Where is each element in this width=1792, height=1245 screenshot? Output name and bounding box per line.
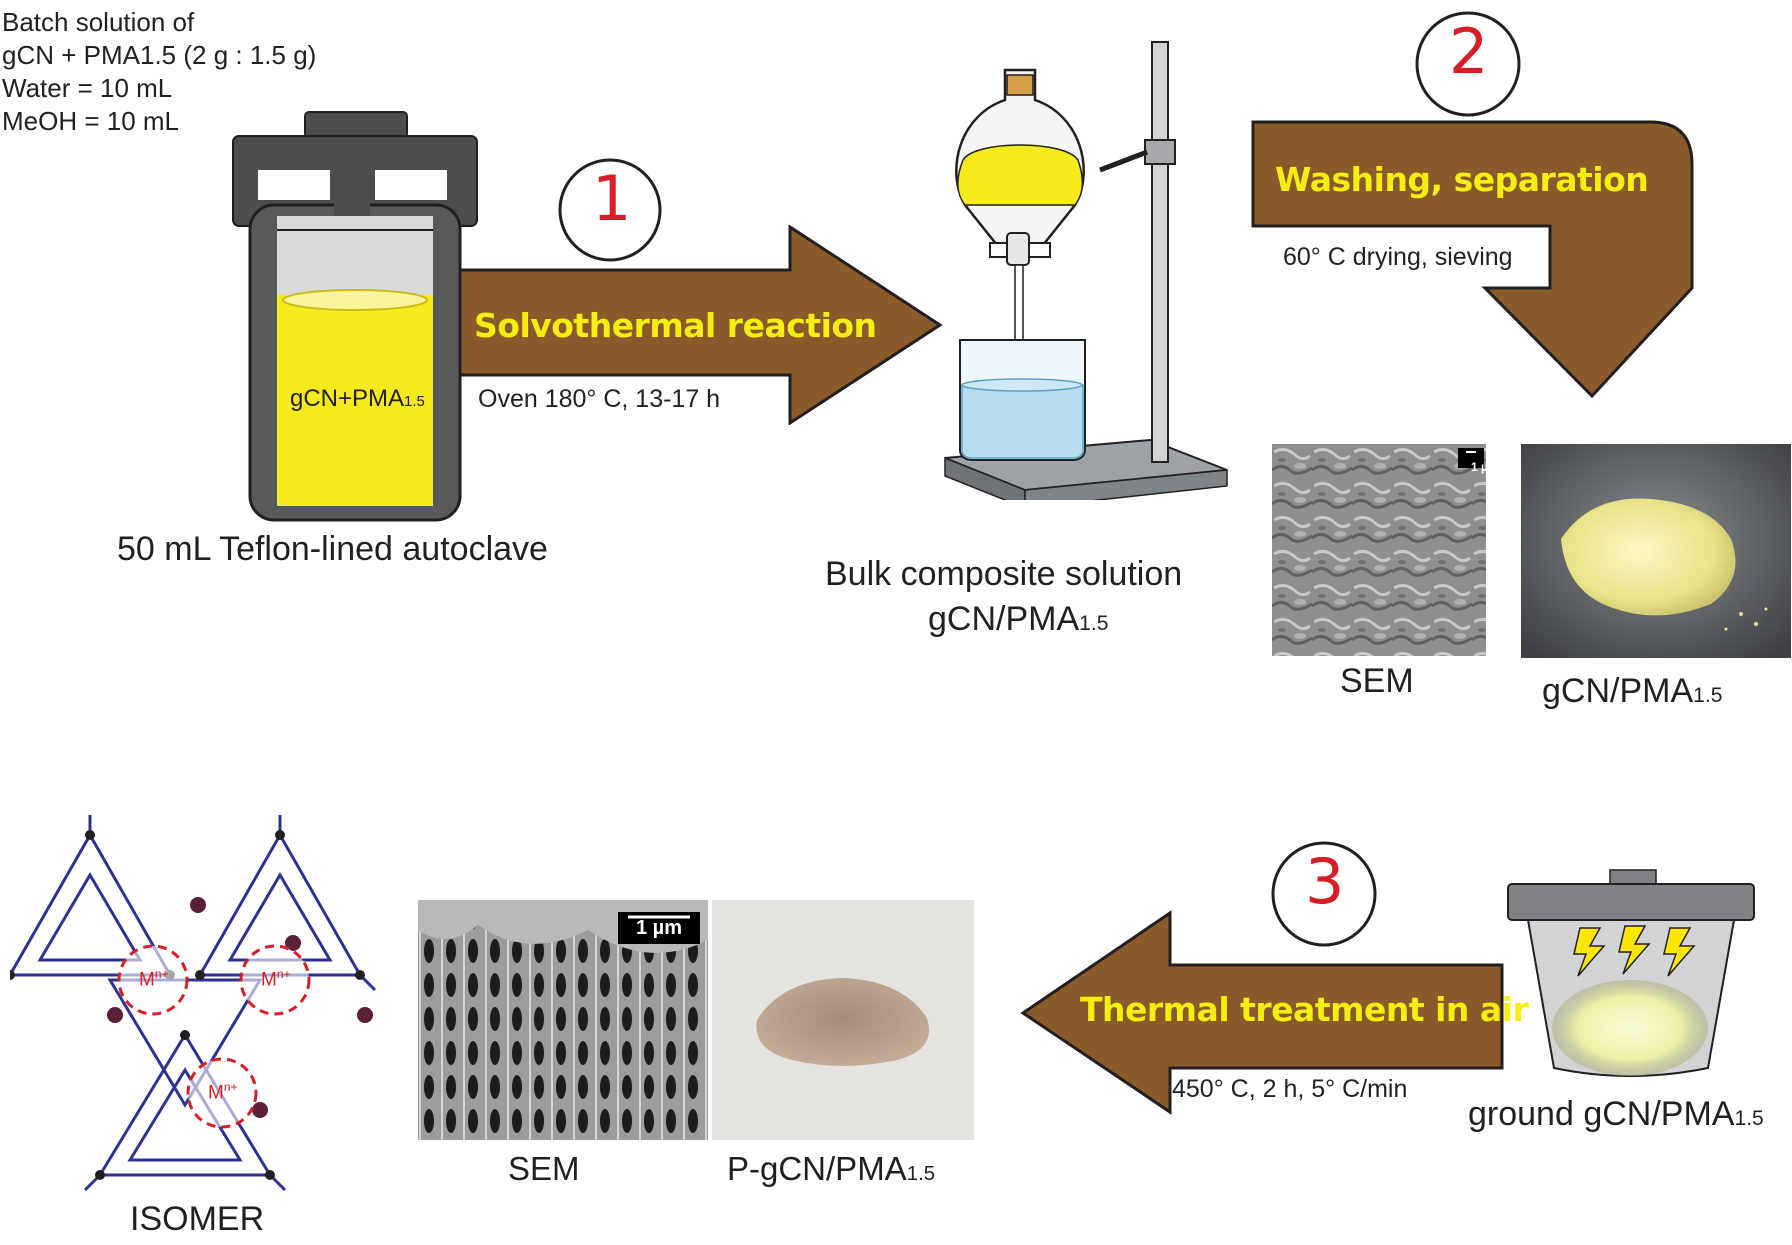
beaker-liquid xyxy=(961,384,1084,459)
isomer-structure xyxy=(10,815,377,1192)
step3-arrow-label: Thermal treatment in air xyxy=(1080,990,1529,1029)
step3-circle xyxy=(1271,841,1377,947)
batch-solution-note: Batch solution of gCN + PMA1.5 (2 g : 1.… xyxy=(2,6,316,138)
autoclave-window-right xyxy=(375,170,447,200)
sem-bottom-scale-label: 1 µm xyxy=(636,917,682,939)
step1-condition: Oven 180° C, 13-17 h xyxy=(478,385,721,413)
step2-number: 2 xyxy=(1449,15,1489,88)
powder-top-caption: gCN/PMA1.5 xyxy=(1542,672,1723,710)
sem-bottom-image xyxy=(418,900,708,1140)
step1-arrow xyxy=(458,225,943,425)
step2-arrow-label: Washing, separation xyxy=(1275,160,1649,199)
autoclave-cap-knob xyxy=(304,111,408,139)
metal-ion-sites xyxy=(117,944,311,1129)
liquid-label: gCN+PMA1.5 xyxy=(290,385,425,412)
heat-bolts-icon xyxy=(1573,925,1696,977)
funnel-caption-line1: Bulk composite solution xyxy=(825,555,1183,593)
ion-label-1: Mn+ xyxy=(139,967,169,991)
sem-top-scale-label: 1 µm xyxy=(1471,460,1499,474)
crucible-caption: ground gCN/PMA1.5 xyxy=(1468,1095,1764,1133)
step2-arrow xyxy=(1251,120,1694,399)
step3-condition: 450° C, 2 h, 5° C/min xyxy=(1172,1075,1408,1103)
note-line: gCN + PMA1.5 (2 g : 1.5 g) xyxy=(2,40,317,70)
separatory-funnel-apparatus xyxy=(944,41,1228,500)
isomer-caption: ISOMER xyxy=(130,1200,265,1238)
ion-label-2: Mn+ xyxy=(261,967,291,991)
yellow-liquid xyxy=(277,295,433,505)
note-line: MeOH = 10 mL xyxy=(2,106,180,136)
heptazine-network xyxy=(10,815,377,1192)
autoclave-window-left xyxy=(258,170,330,200)
note-line: Water = 10 mL xyxy=(2,73,173,103)
glowing-sample xyxy=(1552,980,1708,1076)
stopcock xyxy=(1006,232,1030,266)
step2-condition: 60° C drying, sieving xyxy=(1283,243,1513,271)
stand-rod xyxy=(1151,41,1169,463)
step3-arrow xyxy=(1020,910,1504,1115)
powder-bottom-caption: P-gCN/PMA1.5 xyxy=(727,1150,936,1187)
funnel-stopper xyxy=(1006,74,1034,96)
step3-number: 3 xyxy=(1305,845,1345,918)
step2-circle xyxy=(1415,11,1521,117)
crucible-illustration xyxy=(1507,869,1755,1077)
sem-bottom-caption: SEM xyxy=(508,1150,580,1187)
note-line: Batch solution of xyxy=(2,7,195,37)
autoclave-caption: 50 mL Teflon-lined autoclave xyxy=(117,530,548,568)
sem-top-caption: SEM xyxy=(1340,662,1414,700)
sem-top-image xyxy=(1272,444,1486,656)
ion-label-3: Mn+ xyxy=(208,1080,238,1104)
step1-circle xyxy=(558,158,662,262)
autoclave-illustration xyxy=(232,111,478,522)
funnel-liquid xyxy=(957,144,1083,206)
funnel-caption-line2: gCN/PMA1.5 xyxy=(928,600,1109,638)
step1-number: 1 xyxy=(592,162,632,235)
powder-bottom-photo xyxy=(712,900,974,1140)
step1-arrow-label: Solvothermal reaction xyxy=(474,306,877,345)
crucible-lid xyxy=(1507,883,1755,921)
powder-top-photo xyxy=(1521,444,1791,658)
